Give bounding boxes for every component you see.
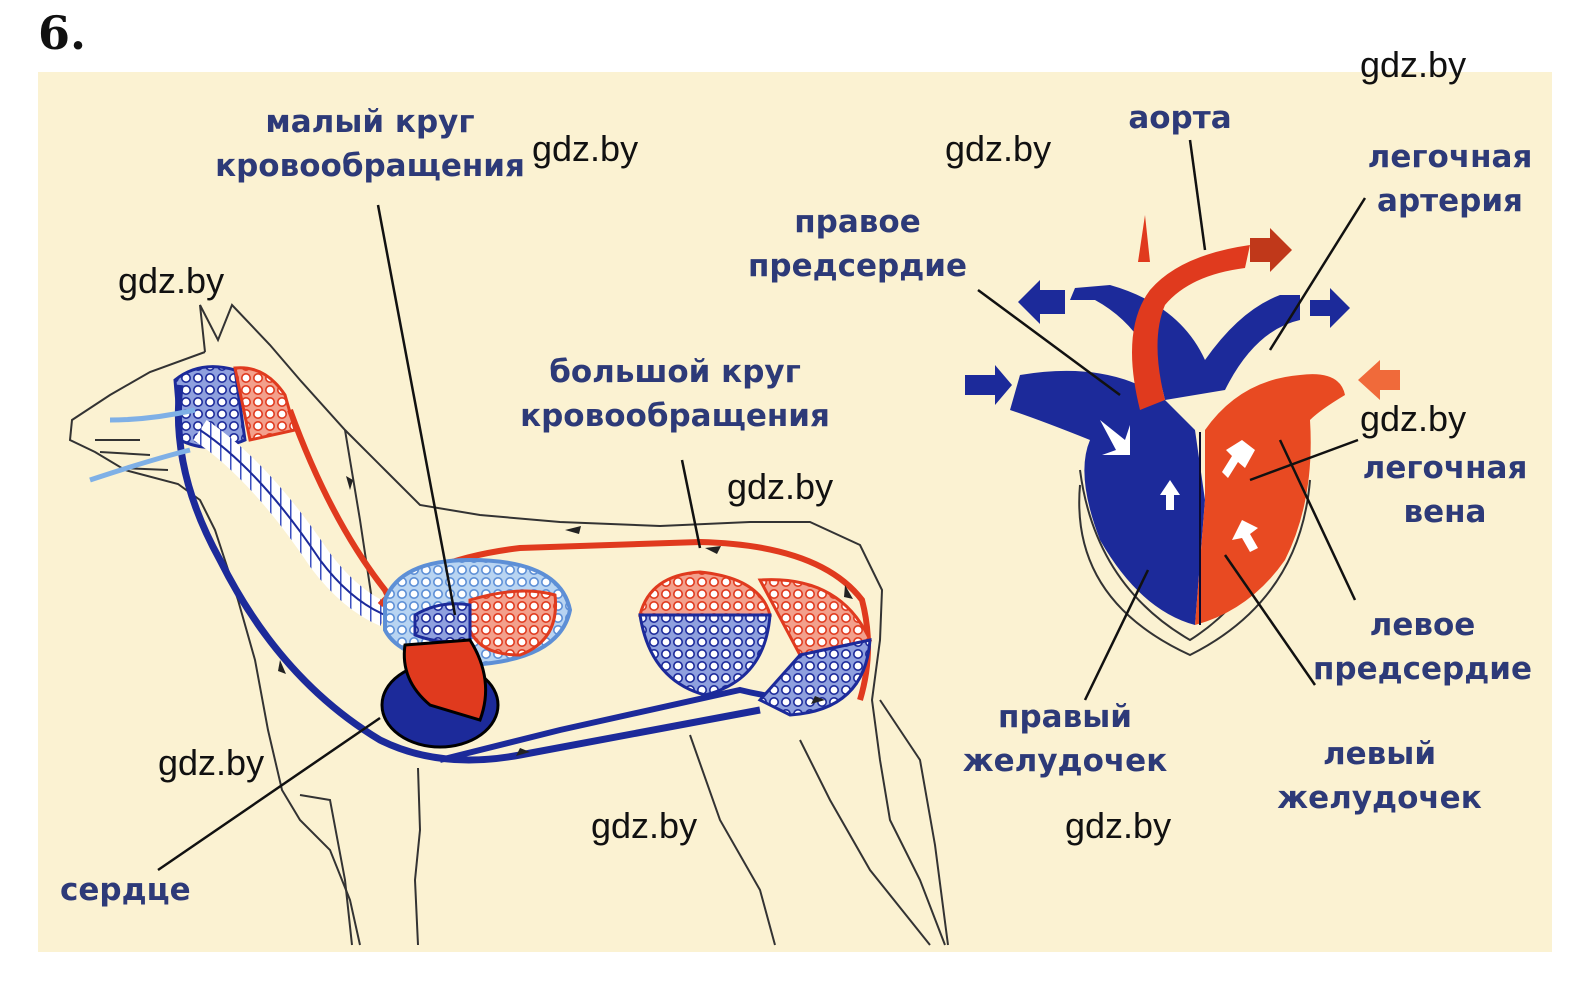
flow-arrows — [278, 476, 853, 756]
label-pulmonary-vein-line1: легочная — [1362, 450, 1528, 486]
watermark: gdz.by — [1360, 44, 1467, 85]
label-big-circle-line2: кровообращения — [520, 398, 830, 434]
arrow-right-atrium-in — [965, 365, 1012, 405]
label-small-circle: малый круг кровообращения — [205, 100, 535, 188]
label-right-ventricle-line2: желудочек — [962, 743, 1168, 779]
label-aorta: аорта — [1128, 100, 1232, 136]
watermark: gdz.by — [727, 466, 834, 507]
watermark: gdz.by — [158, 742, 265, 783]
label-pulmonary-artery: легочная артерия — [1355, 135, 1545, 223]
label-left-ventricle-line2: желудочек — [1277, 780, 1482, 816]
dog-outline — [68, 303, 949, 946]
task-number: 6. — [38, 6, 87, 60]
label-left-ventricle: левый желудочек — [1272, 732, 1487, 820]
leader-lines — [157, 139, 1367, 872]
label-pulmonary-artery-line1: легочная — [1367, 139, 1533, 175]
label-pulmonary-artery-line2: артерия — [1377, 183, 1523, 219]
label-pulmonary-vein-line2: вена — [1403, 494, 1487, 530]
watermark: gdz.by — [118, 260, 225, 301]
label-left-atrium: левое предсердие — [1305, 603, 1540, 691]
head-capillaries — [173, 365, 297, 449]
label-small-circle-line1: малый круг — [265, 104, 475, 140]
left-heart-chamber — [1195, 374, 1345, 625]
arrow-pulmonary-left — [1018, 280, 1065, 324]
aorta-vessel — [1132, 245, 1250, 410]
right-heart-chamber — [1010, 370, 1205, 625]
pulmonary-trunk — [1070, 285, 1300, 400]
arrow-pulmonary-right — [1310, 288, 1350, 328]
watermark: gdz.by — [945, 128, 1052, 169]
watermark: gdz.by — [591, 805, 698, 846]
label-big-circle-line1: большой круг — [549, 354, 801, 390]
body-capillaries — [638, 570, 873, 717]
label-heart: сердце — [60, 872, 191, 908]
label-pulmonary-vein: легочная вена — [1350, 446, 1540, 534]
watermark: gdz.by — [532, 128, 639, 169]
neck-vein-edge — [199, 429, 386, 616]
label-right-atrium: правое предсердие — [740, 200, 975, 288]
label-small-circle-line2: кровообращения — [215, 148, 525, 184]
lung-capillaries — [383, 557, 573, 668]
label-right-atrium-line2: предсердие — [747, 248, 968, 284]
label-right-ventricle-line1: правый — [998, 699, 1132, 735]
label-right-ventricle: правый желудочек — [955, 695, 1175, 783]
heart-diagram — [965, 215, 1400, 657]
head-vein-light — [89, 407, 196, 483]
label-big-circle: большой круг кровообращения — [505, 350, 845, 438]
arrow-pulmonary-vein-in — [1358, 360, 1400, 400]
watermark: gdz.by — [1065, 805, 1172, 846]
arrow-aorta-out — [1250, 228, 1292, 272]
label-left-atrium-line1: левое — [1369, 607, 1476, 643]
label-right-atrium-line1: правое — [794, 204, 921, 240]
dog-heart — [380, 638, 500, 749]
watermark: gdz.by — [1360, 398, 1467, 439]
label-left-atrium-line2: предсердие — [1312, 651, 1533, 687]
label-left-ventricle-line1: левый — [1322, 736, 1437, 772]
